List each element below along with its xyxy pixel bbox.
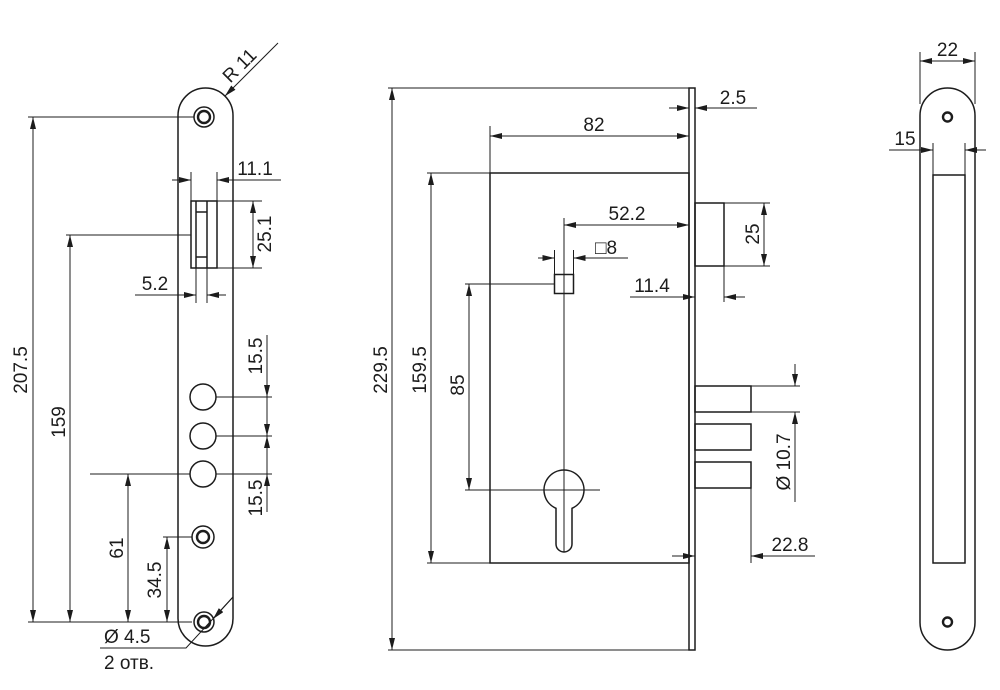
- dim-slot-width: 11.1: [172, 159, 281, 201]
- dim-lower-opening-to-hole: 61: [90, 473, 190, 622]
- bottom-fixing-hole-outer: [193, 611, 215, 633]
- bolt-1: [694, 385, 752, 413]
- dimension-text-slot-width: 11.1: [237, 159, 273, 180]
- dimension-text-plate-thickness: 2.5: [720, 88, 746, 109]
- dimension-text-latch-projection: 11.4: [634, 276, 670, 297]
- dim-centre-distance: 85: [448, 283, 600, 491]
- top-fixing-hole-inner: [196, 109, 212, 125]
- faceplate-side: [688, 87, 696, 651]
- dimension-text-centre-distance: 85: [448, 374, 469, 395]
- small-hole-inner: [195, 529, 211, 545]
- leader-line: [224, 42, 279, 97]
- dimension-text-spacing-upper: 15.5: [246, 338, 267, 375]
- dimension-text-bolt-projection: 22.8: [772, 535, 809, 556]
- dim-hole-diameter: Ø 4.5 2 отв.: [100, 596, 234, 674]
- dim-latch-height: 25: [724, 202, 770, 267]
- dim-overall-height: 229.5: [371, 87, 689, 651]
- bolt-2: [694, 423, 752, 451]
- dimension-text-overall-height: 229.5: [371, 346, 392, 394]
- lock-body: [489, 172, 690, 564]
- faceplate-edge-view: 22 15: [889, 40, 986, 651]
- bottom-fixing-hole-inner: [196, 614, 212, 630]
- dim-inner-width: 15: [889, 129, 986, 175]
- edge-inner-rect: [932, 174, 966, 564]
- dim-latch-projection: 11.4: [630, 266, 745, 302]
- dimension-text-bolt-diameter: Ø 10.7: [774, 433, 795, 490]
- dim-backset: 52.2: [564, 204, 689, 228]
- dim-plate-thickness: 2.5: [669, 88, 757, 111]
- dim-spindle: □8: [538, 238, 628, 275]
- dim-latch-to-hole: 159: [49, 234, 191, 622]
- bolt-opening-1: [189, 383, 217, 411]
- dimension-text-plate-width: 22: [937, 40, 958, 61]
- dim-body-depth: 82: [489, 115, 689, 173]
- edge-bottom-hole: [941, 616, 954, 628]
- dim-bolt-projection: 22.8: [672, 488, 815, 563]
- dim-latch-width: 5.2: [135, 268, 226, 303]
- dimension-text-spindle: □8: [595, 238, 617, 259]
- latch-slot: [190, 200, 218, 269]
- dimension-text-spacing-lower: 15.5: [246, 480, 267, 517]
- dim-radius: R 11: [219, 42, 279, 97]
- edge-top-hole: [941, 111, 954, 123]
- dim-slot-height: 25.1: [217, 200, 276, 269]
- bolt-opening-2: [189, 422, 217, 450]
- cylinder-cutout: [543, 469, 585, 553]
- dimension-text-hole-diameter: Ø 4.5: [104, 627, 150, 648]
- dim-small-hole-to-hole: 34.5: [145, 536, 192, 622]
- dim-bolt-diameter: Ø 10.7: [751, 364, 800, 502]
- dim-hole-to-hole: 207.5: [11, 116, 194, 623]
- dimension-text-small-to-hole: 34.5: [145, 562, 166, 599]
- bolt-3: [694, 461, 752, 489]
- faceplate-front-view: R 11 11.1 25.1 5.2: [11, 42, 281, 674]
- latch: [694, 202, 725, 267]
- lock-body-side-view: 229.5 159.5 85 82 2.5: [371, 87, 815, 651]
- dimension-text-body-depth: 82: [583, 115, 604, 136]
- dimension-text-body-height: 159.5: [410, 346, 431, 394]
- dimension-text-inner-width: 15: [894, 129, 915, 150]
- dimension-text-hole-to-hole: 207.5: [11, 346, 32, 394]
- small-hole-outer: [191, 525, 215, 549]
- edge-plate-outline: [919, 87, 976, 651]
- faceplate-outline: [177, 87, 234, 647]
- bolt-opening-3: [189, 460, 217, 488]
- dim-plate-width: 22: [919, 40, 976, 104]
- dimension-text-backset: 52.2: [609, 204, 646, 225]
- dimension-text-latch-to-hole: 159: [49, 406, 70, 438]
- leader-arrow: [212, 596, 234, 620]
- dimension-text-hole-count: 2 отв.: [104, 653, 154, 674]
- dimension-text-radius: R 11: [219, 45, 261, 87]
- dimension-text-lower-to-hole: 61: [107, 537, 128, 558]
- dimension-text-latch-width: 5.2: [142, 274, 168, 295]
- dimension-text-latch-height: 25: [743, 223, 764, 244]
- dim-opening-spacing: 15.5 15.5: [216, 335, 272, 516]
- dim-body-height: 159.5: [410, 172, 490, 564]
- dimension-text-slot-height: 25.1: [255, 216, 276, 253]
